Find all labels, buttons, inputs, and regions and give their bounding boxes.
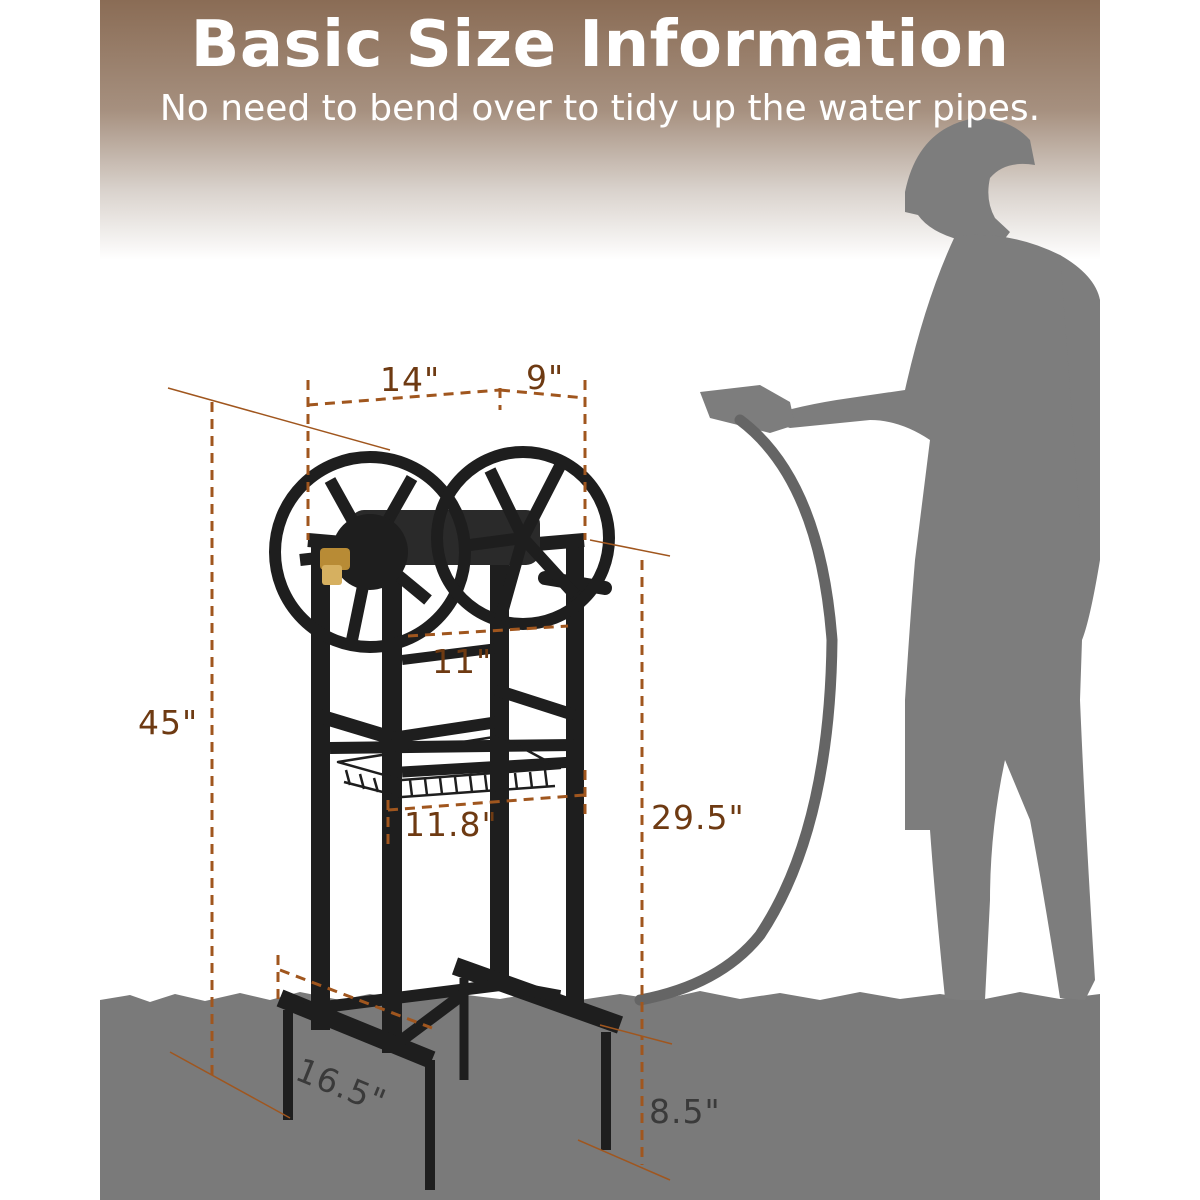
- hose-reel-cart-image: [269, 446, 624, 1190]
- top-depth-label: 9": [526, 358, 565, 397]
- gardener-silhouette-image: [700, 118, 1100, 1000]
- frame-height-label: 29.5": [651, 798, 745, 837]
- page-title: Basic Size Information: [190, 8, 1010, 82]
- grass-ground: [100, 991, 1100, 1200]
- page-subtitle: No need to bend over to tidy up the wate…: [159, 88, 1041, 129]
- top-width-label: 14": [380, 360, 441, 399]
- basket-width-label: 11.8": [404, 805, 498, 844]
- stake-length-label: 8.5": [649, 1092, 721, 1131]
- total-height-label: 45": [138, 703, 199, 742]
- garden-hose: [634, 414, 838, 1006]
- extension-lines: [167, 387, 673, 1181]
- reel-width-label: 11": [432, 642, 493, 681]
- dimension-lines: [210, 380, 644, 1165]
- brass-connector-icon: [320, 548, 350, 585]
